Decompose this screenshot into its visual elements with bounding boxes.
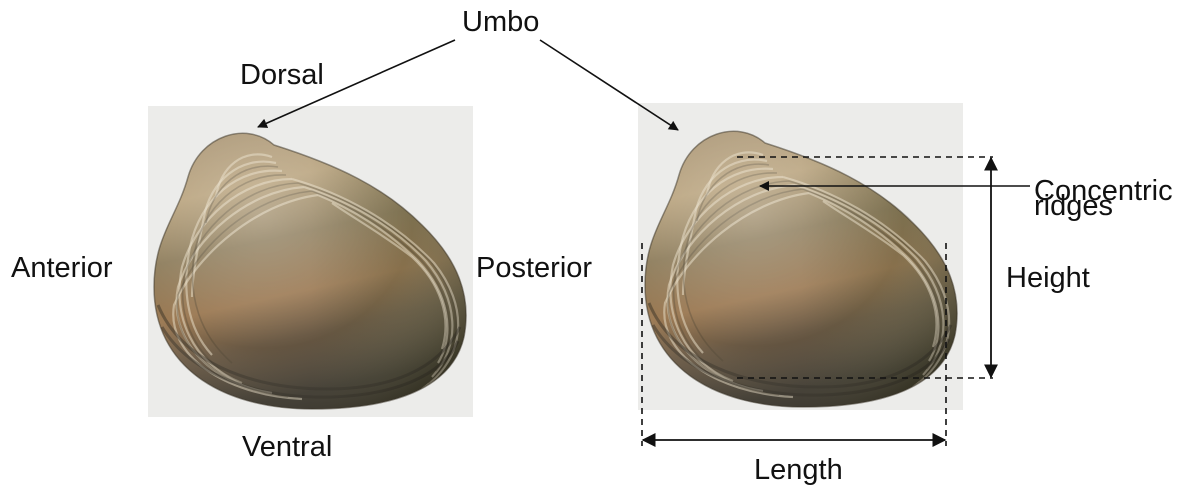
length-label: Length	[754, 454, 843, 486]
right-shell-photo	[638, 103, 963, 410]
height-label: Height	[1006, 262, 1090, 294]
posterior-label: Posterior	[476, 252, 592, 284]
ridges-label: ridges	[1034, 190, 1113, 222]
dorsal-label: Dorsal	[240, 59, 324, 91]
ventral-label: Ventral	[242, 431, 332, 463]
anterior-label: Anterior	[11, 252, 113, 284]
left-shell-photo	[148, 106, 473, 417]
umbo-arrow-right	[540, 40, 678, 130]
umbo-label: Umbo	[462, 6, 539, 38]
